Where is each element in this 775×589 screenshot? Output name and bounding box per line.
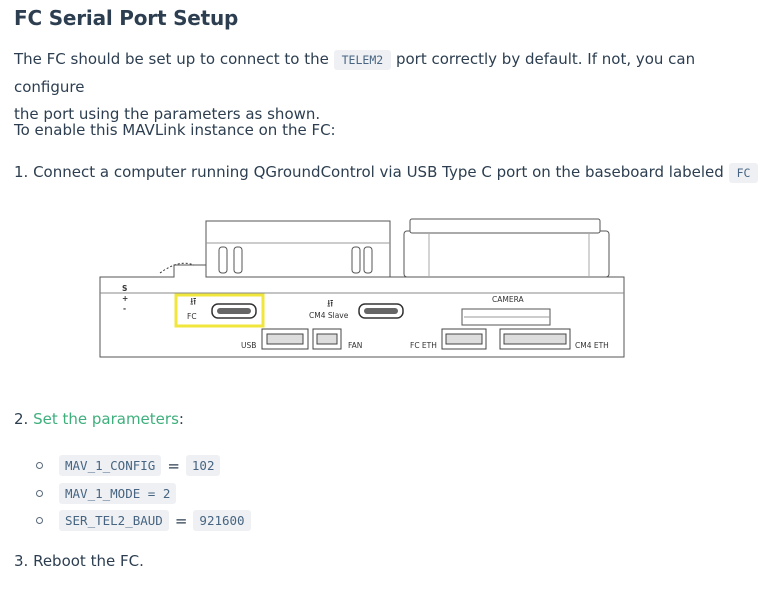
param-code: MAV_1_MODE = 2 [59,482,177,504]
bullet-icon [36,462,43,470]
intro-text-line2: the port using the parameters as shown. [14,105,321,123]
page-title: FC Serial Port Setup [14,6,239,30]
intro-paragraph: The FC should be set up to connect to th… [14,46,764,128]
fc-code: FC [728,163,759,183]
step-2-prefix: 2. [14,410,29,428]
telem2-code: TELEM2 [333,50,392,70]
label-usb: USB [241,341,256,350]
param-eq: = [174,511,188,530]
label-fc: FC [187,312,197,321]
list-item: SER_TEL2_BAUD = 921600 [36,507,251,535]
param-eq: = [167,456,180,475]
cm4-usb-icon: ⭿ [327,299,333,310]
intro-text-pre: The FC should be set up to connect to th… [14,50,329,68]
step-1: 1. Connect a computer running QGroundCon… [14,159,759,187]
label-fc-eth: FC ETH [410,341,437,350]
param-value: 921600 [193,510,251,532]
parameter-list: MAV_1_CONFIG = 102 MAV_1_MODE = 2 SER_TE… [36,452,251,535]
enable-paragraph: To enable this MAVLink instance on the F… [14,121,336,139]
label-cm4-slave: CM4 Slave [309,311,349,320]
label-plus: + [122,294,128,303]
param-code: MAV_1_CONFIG [59,455,162,477]
list-item: MAV_1_CONFIG = 102 [36,452,251,480]
label-camera: CAMERA [492,295,524,304]
label-cm4-eth: CM4 ETH [575,341,609,350]
label-minus: - [123,304,126,313]
step-3: 3. Reboot the FC. [14,552,144,570]
set-parameters-link[interactable]: Set the parameters [33,410,179,428]
fc-usb-highlight [174,293,265,328]
param-value: 102 [185,455,221,477]
step-2-suffix: : [178,410,184,428]
bullet-icon [36,489,43,497]
list-item: MAV_1_MODE = 2 [36,480,251,508]
step-1-text: 1. Connect a computer running QGroundCon… [14,163,724,181]
intro-text-post: port correctly by default. If not, you c… [14,50,696,96]
baseboard-diagram: ⭿ ⭿ S + - FC CM4 Slave CAMERA USB FAN FC… [99,218,625,358]
step-2: 2. Set the parameters: [14,406,184,433]
label-s: S [122,284,127,293]
param-code: SER_TEL2_BAUD [59,510,169,532]
label-fan: FAN [348,341,362,350]
bullet-icon [36,517,43,525]
fc-usb-icon: ⭿ [190,297,196,308]
